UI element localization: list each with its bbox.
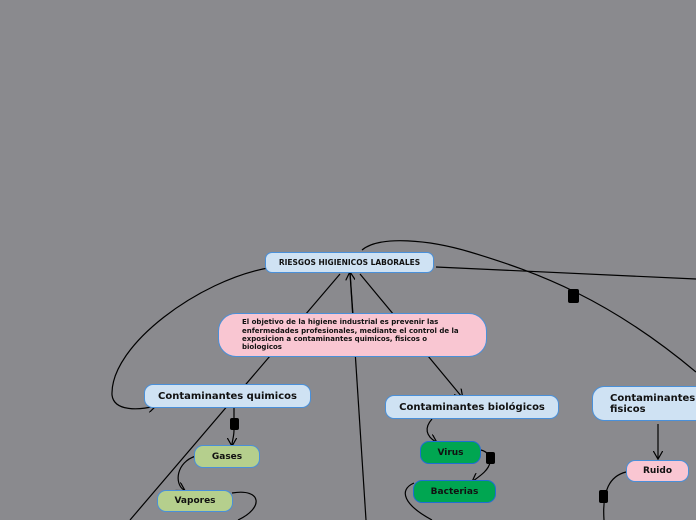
gases-label: Gases — [211, 451, 243, 462]
line-root-quimicos-loop — [111, 267, 269, 409]
root-label: RIESGOS HIGIENICOS LABORALES — [278, 258, 421, 267]
fisicos-node[interactable]: Contaminantes fisicos — [592, 386, 696, 421]
objective-text: El objetivo de la higiene industrial es … — [242, 318, 459, 352]
connector-handle[interactable] — [486, 452, 495, 464]
quimicos-node[interactable]: Contaminantes quimicos — [144, 384, 311, 408]
vapores-node[interactable]: Vapores — [157, 490, 233, 512]
objective-node[interactable]: El objetivo de la higiene industrial es … — [218, 313, 487, 357]
virus-node[interactable]: Virus — [420, 441, 481, 464]
quimicos-label: Contaminantes quimicos — [158, 390, 297, 402]
line-bacterias-down — [404, 482, 433, 520]
root-node[interactable]: RIESGOS HIGIENICOS LABORALES — [265, 252, 434, 273]
line-biologicos-virus — [426, 418, 436, 442]
ruido-label: Ruido — [642, 466, 673, 476]
connector-handle[interactable] — [599, 490, 608, 503]
connector-handle[interactable] — [568, 289, 579, 303]
bacterias-label: Bacterias — [430, 486, 479, 497]
virus-label: Virus — [437, 447, 464, 458]
gases-node[interactable]: Gases — [194, 445, 260, 468]
vapores-label: Vapores — [174, 496, 216, 506]
line-root-right — [435, 266, 696, 280]
biologicos-label: Contaminantes biológicos — [399, 401, 545, 413]
bacterias-node[interactable]: Bacterias — [413, 480, 496, 503]
line-root-fisicos — [361, 240, 696, 373]
ruido-node[interactable]: Ruido — [626, 460, 689, 482]
line-ruido-down — [603, 471, 627, 520]
biologicos-node[interactable]: Contaminantes biológicos — [385, 395, 559, 419]
fisicos-label: Contaminantes fisicos — [610, 392, 696, 415]
line-vapores-down — [231, 491, 257, 520]
line-gases-vapores — [178, 455, 197, 490]
line-quimicos-gases — [232, 408, 234, 445]
line-vertical-bottom — [350, 273, 367, 520]
connector-handle[interactable] — [230, 418, 239, 430]
